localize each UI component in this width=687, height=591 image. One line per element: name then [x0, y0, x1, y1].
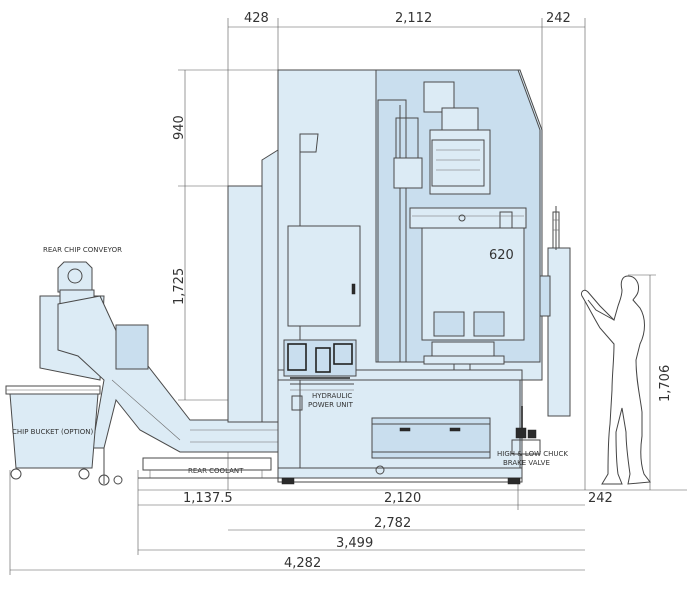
hydraulic-power-unit [283, 339, 357, 411]
label-hydraulic-1: HYDRAULIC [312, 392, 352, 400]
dim-bottom-right: 242 [588, 491, 613, 506]
chuck-brake-valve [511, 406, 541, 455]
component-labels: REAR CHIP CONVEYOR CHIP BUCKET (OPTION) … [12, 246, 568, 475]
dim-vertical-operator: 1,706 [658, 365, 673, 402]
main-machine [227, 69, 571, 485]
operator-figure [581, 275, 651, 485]
label-chuck-2: BRAKE VALVE [503, 459, 550, 467]
dim-bottom-middle: 2,120 [384, 491, 421, 506]
dimension-text: 428 2,112 242 940 1,725 1,706 620 1,137.… [172, 11, 673, 571]
rear-coolant-tank [138, 457, 280, 479]
dim-vertical-lower: 1,725 [172, 268, 187, 305]
dim-bottom-left: 1,137.5 [183, 491, 233, 506]
rear-chip-conveyor [39, 261, 281, 486]
label-rear-coolant: REAR COOLANT [188, 467, 244, 475]
dim-top-middle: 2,112 [395, 11, 432, 26]
chip-bucket [5, 385, 101, 480]
dim-vertical-upper: 940 [172, 115, 187, 140]
dim-bottom-2782: 2,782 [374, 516, 411, 531]
dim-top-right: 242 [546, 11, 571, 26]
label-hydraulic-2: POWER UNIT [308, 401, 354, 409]
dim-inner-620: 620 [489, 248, 514, 263]
dim-top-left: 428 [244, 11, 269, 26]
label-chuck-1: HIGH & LOW CHUCK [497, 450, 568, 458]
dim-bottom-4282: 4,282 [284, 556, 321, 571]
label-chip-bucket: CHIP BUCKET (OPTION) [12, 428, 94, 436]
dim-bottom-3499: 3,499 [336, 536, 373, 551]
label-rear-chip-conveyor: REAR CHIP CONVEYOR [43, 246, 122, 254]
